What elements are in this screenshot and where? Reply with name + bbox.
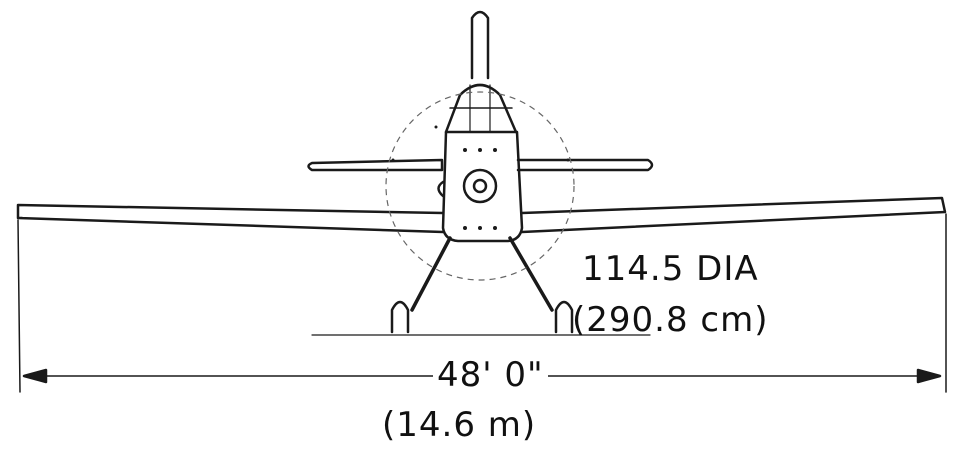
fuselage [441,130,524,243]
left-gear-strut [410,236,452,312]
vertical-fin [470,10,490,80]
propeller-hub [462,168,498,204]
wingspan-metric-label: (14.6 m) [382,405,537,445]
propeller-disc [385,91,575,281]
canopy [444,83,518,134]
horizontal-stabilizer [307,158,654,172]
left-wheel [390,300,410,334]
wing [16,203,445,234]
right-wheel [554,300,574,334]
propeller-diameter-label: 114.5 DIA [582,249,759,289]
wingspan-label: 48' 0" [433,358,548,392]
right-gear-strut [508,236,554,312]
propeller-diameter-metric-label: (290.8 cm) [572,300,769,340]
